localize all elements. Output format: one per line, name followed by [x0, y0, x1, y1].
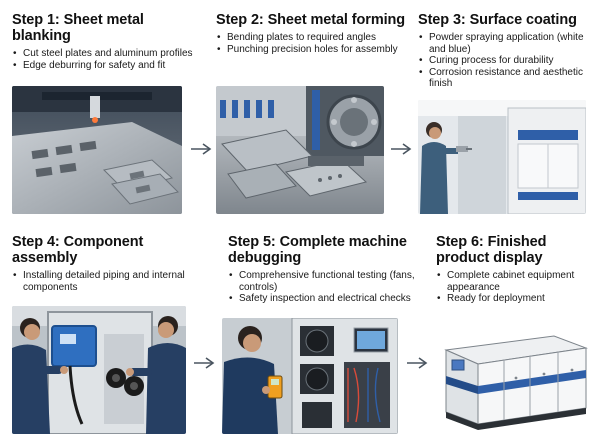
step-6-bullet-2: Ready for deployment	[436, 293, 596, 305]
step-3-photo	[418, 100, 586, 214]
step-6-bullets: Complete cabinet equipment appearance Re…	[436, 270, 596, 305]
step-1: Step 1: Sheet metal blanking Cut steel p…	[12, 12, 202, 71]
arrow-step5-to-step6	[407, 357, 428, 369]
step-1-bullet-1: Cut steel plates and aluminum profiles	[12, 48, 202, 60]
step-2-title: Step 2: Sheet metal forming	[216, 12, 406, 28]
step-6: Step 6: Finished product display Complet…	[436, 234, 596, 305]
step-5-bullet-2: Safety inspection and electrical checks	[228, 293, 418, 305]
step-4: Step 4: Component assembly Installing de…	[12, 234, 212, 293]
step-2-bullet-2: Punching precision holes for assembly	[216, 44, 406, 56]
step-5-photo	[222, 318, 398, 434]
step-6-title: Step 6: Finished product display	[436, 234, 547, 266]
step-3-title: Step 3: Surface coating	[418, 12, 577, 28]
step-3-bullets: Powder spraying application (white and b…	[418, 32, 594, 90]
step-4-photo	[12, 306, 186, 434]
step-3-bullet-3: Corrosion resistance and aesthetic finis…	[418, 67, 594, 90]
arrow-step1-to-step2	[191, 143, 212, 155]
step-2-bullets: Bending plates to required angles Punchi…	[216, 32, 406, 55]
step-3-bullet-1: Powder spraying application (white and b…	[418, 32, 594, 55]
step-1-bullet-2: Edge deburring for safety and fit	[12, 60, 202, 72]
step-6-photo	[436, 320, 594, 434]
step-1-bullets: Cut steel plates and aluminum profiles E…	[12, 48, 202, 71]
step-4-bullets: Installing detailed piping and internal …	[12, 270, 212, 293]
step-3: Step 3: Surface coating Powder spraying …	[418, 12, 594, 90]
arrow-step4-to-step5	[194, 357, 215, 369]
step-4-bullet-1: Installing detailed piping and internal …	[12, 270, 212, 293]
step-5: Step 5: Complete machine debugging Compr…	[228, 234, 418, 305]
step-2-bullet-1: Bending plates to required angles	[216, 32, 406, 44]
arrow-step2-to-step3	[391, 143, 412, 155]
step-2: Step 2: Sheet metal forming Bending plat…	[216, 12, 406, 55]
step-2-photo	[216, 86, 384, 214]
step-6-bullet-1: Complete cabinet equipment appearance	[436, 270, 596, 293]
step-5-bullets: Comprehensive functional testing (fans, …	[228, 270, 418, 305]
step-3-bullet-2: Curing process for durability	[418, 55, 594, 67]
step-5-title: Step 5: Complete machine debugging	[228, 234, 407, 266]
step-1-photo	[12, 86, 182, 214]
step-1-title: Step 1: Sheet metal blanking	[12, 12, 144, 44]
step-5-bullet-1: Comprehensive functional testing (fans, …	[228, 270, 418, 293]
step-4-title: Step 4: Component assembly	[12, 234, 144, 266]
